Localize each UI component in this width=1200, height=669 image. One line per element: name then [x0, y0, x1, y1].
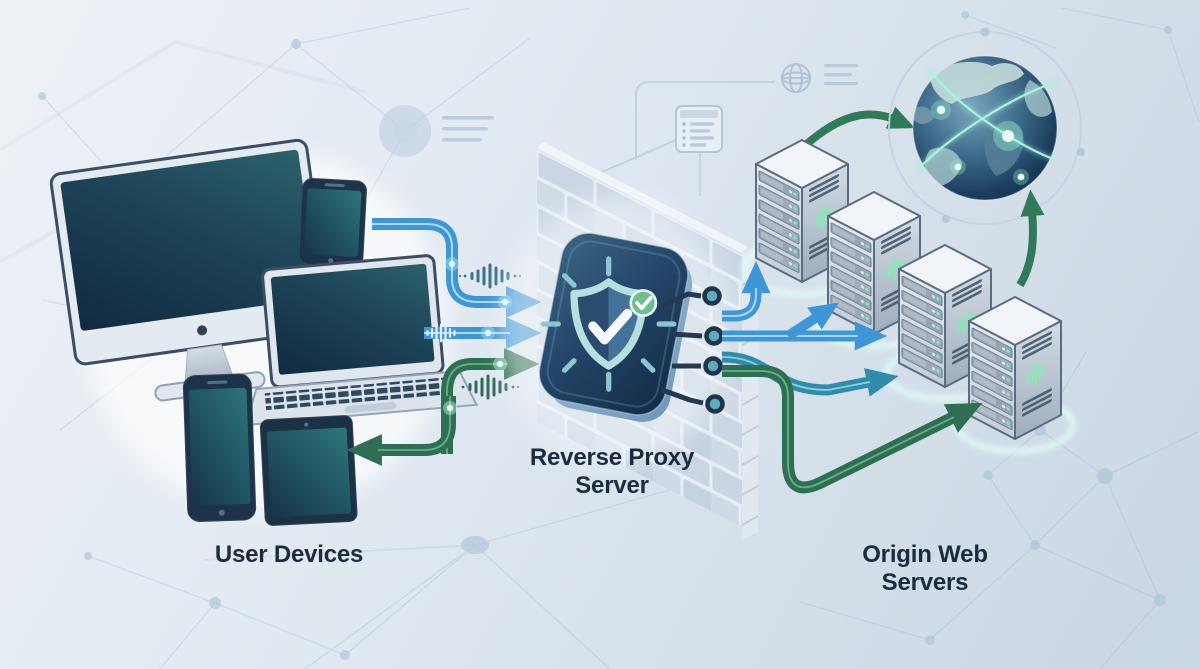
imac-icon [49, 138, 333, 402]
client-arrows-group [346, 218, 542, 466]
user-devices-group [49, 138, 479, 526]
watermark-document-icon [601, 81, 775, 196]
internet-arrow-right [1016, 189, 1045, 288]
internet-arrow-from-servers [795, 106, 916, 155]
circuit-nodes [660, 286, 725, 414]
watermark-globe-icon [781, 63, 858, 93]
shield-check-icon [540, 256, 677, 392]
check-badge-icon [629, 289, 658, 317]
reverse-proxy-device [538, 232, 725, 422]
smartphone-icon [182, 373, 257, 522]
request-arrow-green [441, 348, 540, 454]
response-arrow-green [346, 396, 456, 466]
laptop-icon [244, 254, 479, 427]
user-devices-label: User Devices [214, 541, 364, 568]
globe-network-icon [888, 27, 1085, 225]
lb-arrow-blue-straight [722, 302, 888, 351]
lb-arrow-blue-curve [722, 260, 771, 322]
smartphone-icon [298, 178, 367, 268]
reverse-proxy-label: Reverse Proxy Server [529, 444, 695, 500]
server-tower-icon [957, 297, 1073, 451]
lb-arrow-green [722, 365, 983, 494]
origin-servers-label: Origin Web Servers [862, 541, 988, 597]
watermark-node-icon [379, 105, 494, 157]
distribution-arrows-group [721, 260, 983, 494]
waveform-icon [426, 323, 456, 343]
globe-glow-nodes [931, 100, 1029, 185]
tablet-icon [259, 415, 358, 526]
